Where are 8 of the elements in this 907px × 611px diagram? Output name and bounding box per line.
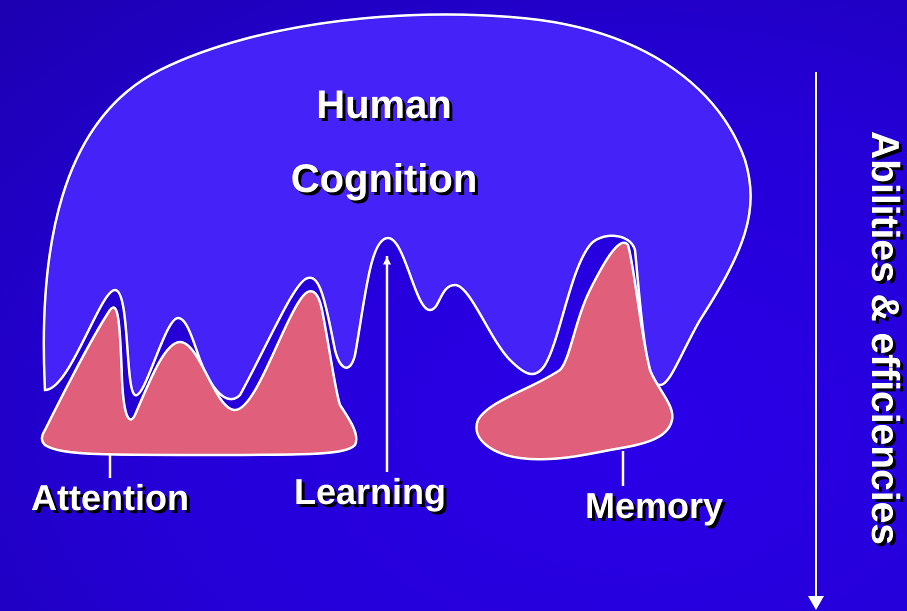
- node-label: Attention: [30, 476, 190, 520]
- leader-line: [622, 451, 624, 486]
- axis-label: Abilities & efficiencies: [862, 130, 906, 547]
- arrow: [383, 256, 391, 472]
- node-label: Memory: [584, 484, 724, 528]
- leader-line: [108, 455, 112, 478]
- node-label: Learning: [292, 470, 447, 514]
- node-label: Human Cognition: [290, 82, 478, 203]
